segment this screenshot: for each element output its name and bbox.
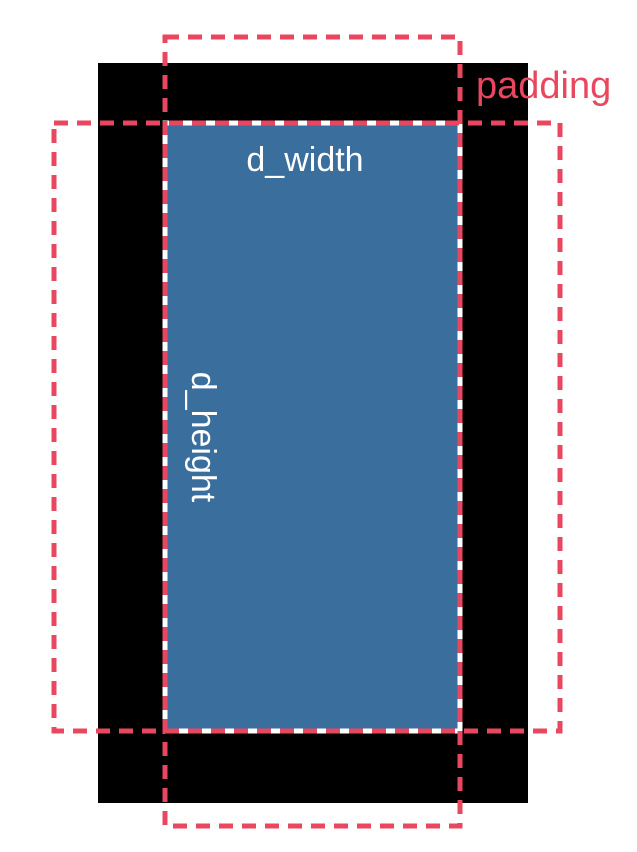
padding-box-horizontal (51, 120, 563, 734)
height-label: d_height (184, 372, 222, 503)
padding-box-vertical (162, 34, 463, 829)
padding-label: padding (476, 65, 611, 107)
width-label: d_width (246, 141, 363, 179)
inner-panel (162, 120, 463, 734)
